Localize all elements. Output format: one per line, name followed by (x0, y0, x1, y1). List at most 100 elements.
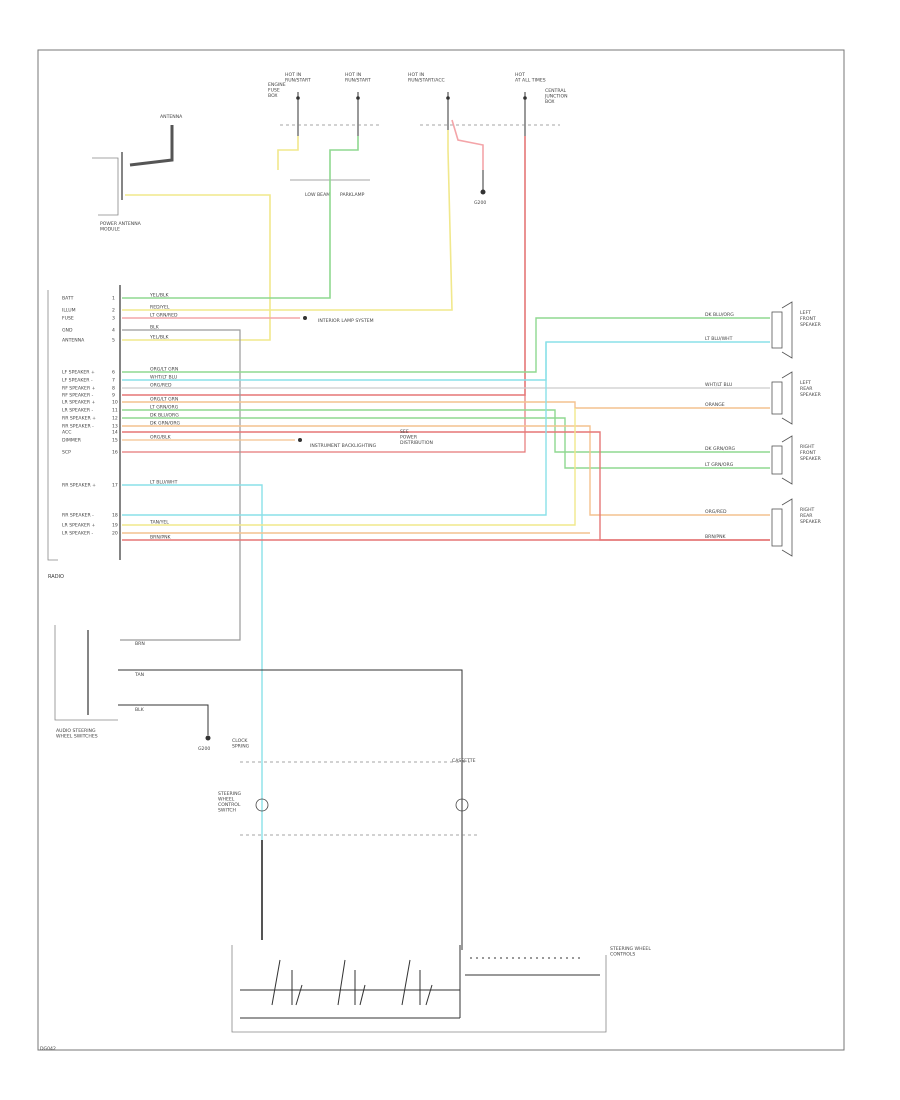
radio-wire-labels: YEL/BLK RED/YEL LT GRN/RED BLK YEL/BLK ORG/LT… (149, 293, 181, 541)
radio-pin-number: 12 (112, 416, 118, 422)
switch-contact-1 (271, 959, 303, 1006)
radio-pin-label: DIMMER (62, 438, 82, 444)
speaker-wire-label: DK BLU/ORG (705, 312, 734, 318)
wire-lt-blu-wht (122, 342, 547, 516)
radio-pin-label: RR SPEAKER - (62, 424, 94, 430)
speaker-wire-label: DK GRN/ORG (705, 446, 736, 452)
switch-contact-2 (337, 959, 366, 1006)
radio-pin-number: 15 (112, 438, 118, 444)
radio-left-boundary (47, 290, 58, 561)
wire-rf-minus (122, 417, 770, 469)
radio-pin-label: RF SPEAKER - (62, 393, 94, 399)
wire-pink-ground (451, 119, 484, 170)
wire-rr-plus (122, 425, 770, 516)
radio-wire-label: YEL/BLK (149, 293, 170, 299)
speaker-body (771, 311, 783, 349)
radio-pin-label: RF SPEAKER + (62, 386, 96, 392)
radio-pin-number: 10 (112, 400, 118, 406)
radio-pin-label: LF SPEAKER + (62, 370, 95, 376)
wire-lr-minus (122, 401, 770, 409)
radio-wire-label: YEL/BLK (149, 335, 170, 341)
switch-wire-b: TAN (134, 672, 144, 678)
backlight-arrow (298, 438, 302, 442)
speaker-cone (781, 301, 793, 359)
switch-boundary (54, 625, 118, 721)
radio-pin-number: 11 (112, 408, 118, 414)
ground-lower-symbol (205, 735, 211, 741)
radio-wire-label: ORG/RED (150, 383, 172, 389)
speaker-body (771, 508, 783, 547)
radio-pin-label: ILLUM (62, 308, 76, 314)
speaker-cone (781, 371, 793, 425)
wire-switch-ground (118, 704, 209, 735)
relay-right-label: PARKLAMP (340, 192, 365, 198)
ground-top-symbol (480, 189, 486, 195)
radio-wire-label: WHT/LT BLU (150, 375, 177, 381)
wire-lf-minus (122, 341, 770, 381)
antenna-cable (129, 125, 174, 167)
radio-pin-label: RR SPEAKER - (62, 513, 94, 519)
radio-pin-number: 19 (112, 523, 118, 529)
backlight-note: INSTRUMENT BACKLIGHTING (310, 443, 377, 449)
radio-pin-number: 7 (112, 378, 115, 384)
radio-pin-number: 2 (112, 308, 115, 314)
speaker-wire-label: WHT/LT BLU (705, 382, 732, 388)
fuse-b-node (356, 96, 360, 100)
antenna-label: ANTENNA (160, 114, 183, 120)
wire-red-acc (122, 395, 526, 453)
radio-pin-number: 14 (112, 430, 118, 436)
radio-wire-label: TAN/YEL (149, 520, 169, 526)
radio-pin-label: GND (62, 328, 73, 334)
radio-wire-label: LT GRN/ORG (150, 405, 179, 411)
speaker-cone (781, 498, 793, 557)
radio-pin-label: BATT (62, 296, 74, 302)
clockspring-coil-left (255, 798, 269, 812)
radio-pin-label: LR SPEAKER - (62, 408, 94, 414)
switch-contact-3 (401, 959, 433, 1006)
fuse-d-node (523, 96, 527, 100)
radio-pin-number: 1 (112, 296, 115, 302)
radio-pin-number: 4 (112, 328, 115, 334)
radio-wire-label: BRN/PNK (150, 535, 172, 541)
radio-wire-label: BLK (150, 325, 160, 331)
radio-pin-label: ACC (62, 430, 71, 436)
radio-pin-label: FUSE (62, 316, 74, 322)
wire-green-fuse-b (122, 136, 359, 299)
radio-wire-label: ORG/BLK (150, 435, 172, 441)
wire-lf-plus (122, 317, 770, 373)
wire-rf-plus (122, 409, 770, 453)
wire-red-fuse-d (122, 136, 526, 396)
radio-pin-number: 20 (112, 531, 118, 537)
wire-tan-yel (122, 408, 576, 526)
switch-wire-a: BRN (135, 641, 145, 647)
radio-pin-number: 8 (112, 386, 115, 392)
radio-pin-number: 5 (112, 338, 115, 344)
wire-yellow-fuse-c (122, 130, 453, 311)
radio-pin-label: LR SPEAKER - (62, 531, 94, 537)
wire-yellow-antenna (122, 194, 271, 341)
controls-boundary (231, 945, 607, 1033)
switch-wire-c: BLK (135, 707, 145, 713)
radio-wire-label: ORG/LT GRN (150, 367, 178, 373)
speaker-body (771, 445, 783, 475)
speaker-cone (781, 435, 793, 485)
radio-wire-label: RED/YEL (150, 305, 170, 311)
wire-scp (122, 484, 263, 930)
radio-wire-label: LT GRN/RED (150, 313, 178, 319)
